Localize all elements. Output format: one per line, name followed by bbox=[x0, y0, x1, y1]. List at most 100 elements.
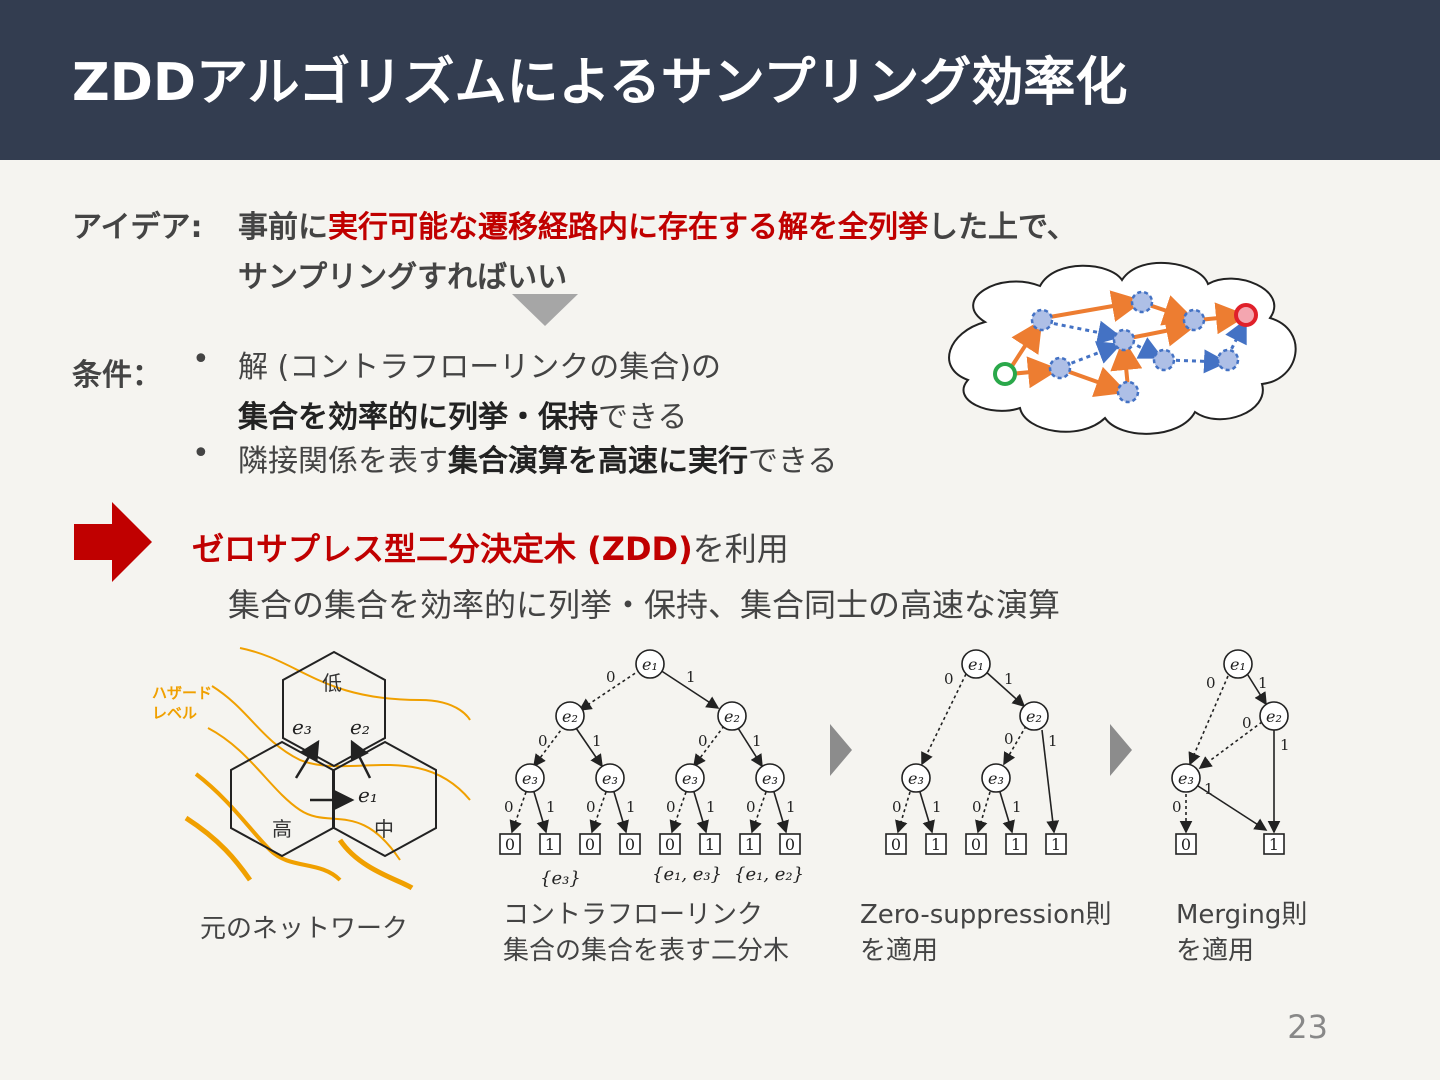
title-bar bbox=[0, 0, 1440, 160]
cloud-blue-path bbox=[1045, 318, 1247, 374]
tree2-leaves bbox=[885, 833, 1067, 855]
conditions-label: 条件： bbox=[72, 358, 162, 393]
hazard-curves bbox=[184, 647, 471, 891]
tree1-edge-1: 1 bbox=[592, 732, 602, 750]
tree3-edge-1: 1 bbox=[1280, 736, 1290, 754]
tree1-node-e3-1: e₃ bbox=[522, 769, 538, 788]
tree2-edges bbox=[895, 669, 1060, 834]
hazard-high-label: 高 bbox=[272, 817, 292, 841]
tree1-node-e3-2: e₃ bbox=[602, 769, 618, 788]
tree1-leaf: 0 bbox=[585, 835, 595, 854]
tree3-leaf: 1 bbox=[1269, 835, 1279, 854]
tree3-edge-0: 0 bbox=[1172, 798, 1182, 816]
condition-1-bold: 集合を効率的に列挙・保持 bbox=[238, 400, 598, 435]
tree2-node-e3-1: e₃ bbox=[908, 769, 924, 788]
tree3-edge-0: 0 bbox=[1242, 714, 1252, 732]
tree1-edge-0: 0 bbox=[666, 798, 676, 816]
tree1-leaf: 0 bbox=[665, 835, 675, 854]
bullet-dot-2: • bbox=[192, 436, 210, 471]
tree1-edge-0: 0 bbox=[746, 798, 756, 816]
tree2-nodes bbox=[901, 649, 1049, 793]
tree2-leaf: 0 bbox=[891, 835, 901, 854]
tree1-leaf: 1 bbox=[745, 835, 755, 854]
condition-2-bold: 集合演算を高速に実行 bbox=[448, 444, 748, 479]
tree2-node-e3-2: e₃ bbox=[988, 769, 1004, 788]
zdd-subtitle: 集合の集合を効率的に列挙・保持、集合同士の高速な演算 bbox=[228, 586, 1061, 624]
hexagon-grid bbox=[230, 650, 437, 858]
tree2-leaf: 1 bbox=[931, 835, 941, 854]
tree3-node-e3: e₃ bbox=[1178, 769, 1194, 788]
tree2-leaf: 1 bbox=[1051, 835, 1061, 854]
tree3-edge-1: 1 bbox=[1204, 780, 1214, 798]
cloud-orange-path bbox=[1009, 290, 1248, 397]
tree2-caption-2: を適用 bbox=[860, 936, 939, 966]
tree3-leaf-labels: 0 1 bbox=[1181, 835, 1279, 854]
slide-title: ZDDアルゴリズムによるサンプリング効率化 bbox=[72, 53, 1128, 113]
hazard-low-label: 低 bbox=[322, 671, 342, 695]
page-number: 23 bbox=[1287, 1008, 1328, 1046]
tree2-edge-0: 0 bbox=[892, 798, 902, 816]
tree3-edge-labels: 0 1 0 1 1 0 bbox=[1172, 674, 1290, 816]
tree1-leaf: 0 bbox=[505, 835, 515, 854]
tree1-caption-1: コントラフローリンク bbox=[503, 900, 764, 930]
tree3-edge-1: 1 bbox=[1258, 674, 1268, 692]
tree1-node-e1: e₁ bbox=[642, 655, 658, 674]
tree3-node-e1: e₁ bbox=[1230, 655, 1246, 674]
start-node-icon bbox=[993, 362, 1017, 386]
condition-1-tail: できる bbox=[598, 400, 688, 435]
condition-2: 隣接関係を表す集合演算を高速に実行できる bbox=[238, 436, 837, 480]
tree1-edge-0: 0 bbox=[586, 798, 596, 816]
condition-1-line-1: 解 (コントラフローリンクの集合)の bbox=[238, 350, 721, 385]
zdd-use: を利用 bbox=[692, 530, 789, 568]
tree1-edge-1: 1 bbox=[686, 668, 696, 686]
tree1-edge-0: 0 bbox=[606, 668, 616, 686]
hazard-label-2: レベル bbox=[152, 704, 197, 722]
tree1-edges bbox=[509, 669, 789, 834]
set-e1-e2: {e₁, e₂} bbox=[734, 864, 804, 885]
tree3-node-labels: e₁ e₂ e₃ bbox=[1178, 655, 1282, 788]
tree1-edge-labels: 0 1 0 1 0 1 0 1 0 1 0 1 0 1 bbox=[504, 668, 796, 816]
tree1-leaf-labels: 0 1 0 0 0 1 1 0 bbox=[505, 835, 795, 854]
tree2-leaf: 1 bbox=[1011, 835, 1021, 854]
tree1-nodes bbox=[515, 649, 785, 793]
step-arrow-icon-2 bbox=[1110, 724, 1132, 776]
tree3-nodes bbox=[1171, 649, 1289, 793]
tree3-leaves bbox=[1175, 833, 1285, 855]
tree1-edge-1: 1 bbox=[752, 732, 762, 750]
tree2-edge-0: 0 bbox=[944, 670, 954, 688]
tree2-edge-labels: 0 1 0 1 0 1 0 1 bbox=[892, 670, 1058, 816]
network-edges bbox=[294, 739, 372, 810]
down-arrow-icon bbox=[512, 294, 578, 326]
idea-label: アイデア: bbox=[72, 210, 203, 245]
condition-2-head: 隣接関係を表す bbox=[238, 444, 448, 479]
idea-text-c: した上で、 bbox=[928, 210, 1077, 245]
idea-text-a: 事前に bbox=[238, 210, 328, 245]
idea-highlight: 実行可能な遷移経路内に存在する解を全列挙 bbox=[328, 210, 928, 245]
tree3-caption-2: を適用 bbox=[1176, 936, 1255, 966]
tree3-edges bbox=[1179, 671, 1281, 834]
tree1-edge-1: 1 bbox=[626, 798, 636, 816]
set-e3: {e₃} bbox=[540, 868, 581, 889]
tree1-leaf: 0 bbox=[625, 835, 635, 854]
tree2-caption-1: Zero-suppression則 bbox=[860, 900, 1112, 930]
tree1-node-e3-4: e₃ bbox=[762, 769, 778, 788]
tree1-leaf: 1 bbox=[545, 835, 555, 854]
tree2-leaf: 0 bbox=[971, 835, 981, 854]
tree1-leaves bbox=[499, 833, 801, 855]
tree2-node-e2: e₂ bbox=[1026, 707, 1042, 726]
tree2-edge-1: 1 bbox=[1012, 798, 1022, 816]
tree1-edge-1: 1 bbox=[706, 798, 716, 816]
tree1-edge-0: 0 bbox=[538, 732, 548, 750]
tree2-leaf-labels: 0 1 0 1 1 bbox=[891, 835, 1061, 854]
condition-1-line-2: 集合を効率的に列挙・保持できる bbox=[238, 392, 687, 436]
goal-node-icon bbox=[1234, 303, 1258, 327]
tree2-node-labels: e₁ e₂ e₃ e₃ bbox=[908, 655, 1042, 788]
tree2-node-e1: e₁ bbox=[968, 655, 984, 674]
tree1-edge-0: 0 bbox=[504, 798, 514, 816]
tree1-node-e2-left: e₂ bbox=[562, 707, 578, 726]
bullet-dot-1: • bbox=[192, 342, 210, 377]
tree1-node-e3-3: e₃ bbox=[682, 769, 698, 788]
tree1-leaf: 0 bbox=[785, 835, 795, 854]
tree1-leaf: 1 bbox=[705, 835, 715, 854]
